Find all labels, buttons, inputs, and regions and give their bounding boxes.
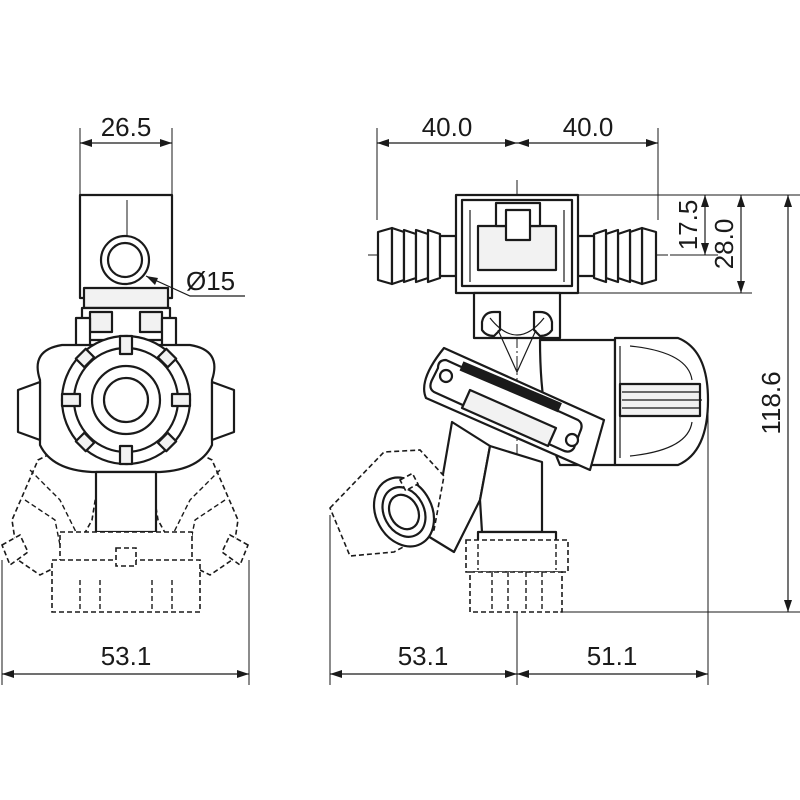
side-angled-block bbox=[423, 346, 606, 472]
front-inlet-block bbox=[78, 193, 174, 310]
side-bottom-nut bbox=[465, 530, 569, 613]
dim-side-right-top: 40.0 bbox=[563, 112, 614, 142]
side-angled-outlet bbox=[329, 420, 544, 557]
front-view bbox=[0, 193, 250, 613]
dim-side-bottom-right: 51.1 bbox=[587, 641, 638, 671]
dim-side-small-height: 17.5 bbox=[673, 200, 703, 251]
dim-side-total-height: 118.6 bbox=[756, 371, 786, 434]
tee-neck bbox=[472, 291, 562, 374]
front-outlet bbox=[51, 470, 201, 613]
dim-front-top-width: 26.5 bbox=[101, 112, 152, 142]
dimension-lines bbox=[1, 128, 800, 685]
dimension-labels: 26.5 Ø15 53.1 40.0 40.0 17.5 28.0 118.6 … bbox=[101, 112, 786, 671]
dim-side-mid-height: 28.0 bbox=[709, 219, 739, 270]
left-hose-barb bbox=[376, 226, 458, 286]
dim-side-left-top: 40.0 bbox=[422, 112, 473, 142]
dim-side-bottom-left: 53.1 bbox=[398, 641, 449, 671]
dim-front-bottom-width: 53.1 bbox=[101, 641, 152, 671]
right-hose-barb bbox=[576, 226, 658, 286]
dim-hole-diameter: Ø15 bbox=[186, 266, 235, 296]
side-view bbox=[329, 180, 710, 625]
front-main-body bbox=[16, 334, 236, 474]
tee-housing bbox=[454, 193, 580, 295]
